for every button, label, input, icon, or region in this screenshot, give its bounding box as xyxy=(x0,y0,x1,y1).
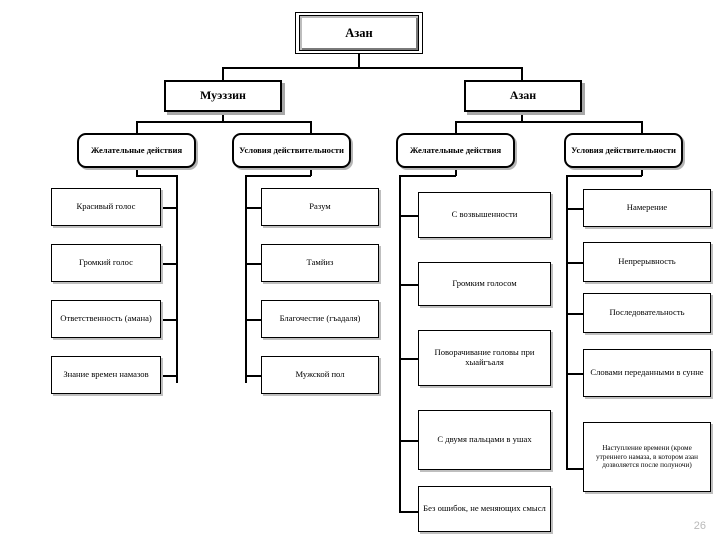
connector-azan-to-conditions xyxy=(641,121,643,133)
node-group-azan-desirable: Желательные действия xyxy=(396,133,515,168)
connector-col4-branch-2 xyxy=(566,262,584,264)
leaf-namerenie: Намерение xyxy=(583,189,711,227)
leaf-slovami-peredannymi: Словами переданными в сунне xyxy=(583,349,711,397)
node-group-azan-conditions-label: Условия действительности xyxy=(571,144,676,155)
node-group-muezzin-desirable-label: Желательные действия xyxy=(90,144,183,155)
leaf-label: Громким голосом xyxy=(452,278,517,289)
connector-muezzin-to-conditions xyxy=(310,121,312,133)
node-muezzin-label: Муэззин xyxy=(200,88,246,103)
connector-muezzin-stem xyxy=(222,112,224,122)
connector-col4-stem xyxy=(641,168,643,176)
connector-root-bus xyxy=(222,67,522,69)
connector-col3-branch-2 xyxy=(399,284,419,286)
node-group-muezzin-conditions-label: Условия действительности xyxy=(239,144,344,155)
leaf-posledovatelnost: Последовательность xyxy=(583,293,711,333)
leaf-povorachivanie-golovy: Поворачивание головы при хыайгъаля xyxy=(418,330,551,386)
connector-col1-stem xyxy=(136,168,138,176)
connector-col1-branch-4 xyxy=(160,375,177,377)
node-root-label: Азан xyxy=(299,15,419,51)
connector-muezzin-bus xyxy=(136,121,311,123)
node-group-muezzin-conditions: Условия действительности xyxy=(232,133,351,168)
connector-azan-stem xyxy=(521,112,523,122)
connector-col4-branch-4 xyxy=(566,373,584,375)
leaf-bez-oshibok: Без ошибок, не меняющих смысл xyxy=(418,486,551,532)
leaf-nastuplenie-vremeni: Наступление времени (кроме утреннего нам… xyxy=(583,422,711,492)
leaf-label: Красивый голос xyxy=(76,201,136,212)
connector-col2-branch-1 xyxy=(245,207,262,209)
leaf-label: С двумя пальцами в ушах xyxy=(437,434,532,445)
leaf-s-dvumya-paltsami: С двумя пальцами в ушах xyxy=(418,410,551,470)
leaf-s-vozvyshennosti: С возвышенности xyxy=(418,192,551,238)
leaf-label: Последовательность xyxy=(609,307,685,318)
node-group-muezzin-desirable: Желательные действия xyxy=(77,133,196,168)
connector-col2-branch-4 xyxy=(245,375,262,377)
leaf-label: Мужской пол xyxy=(295,369,345,380)
leaf-label: Тамйиз xyxy=(306,257,334,268)
connector-col3-top xyxy=(399,175,456,177)
connector-col3-branch-4 xyxy=(399,440,419,442)
connector-azan-to-desirable xyxy=(455,121,457,133)
connector-azan-bus xyxy=(455,121,642,123)
connector-col2-stem xyxy=(310,168,312,176)
page-number: 26 xyxy=(693,520,706,532)
connector-root-to-muezzin xyxy=(222,67,224,80)
leaf-label: Намерение xyxy=(626,202,668,213)
leaf-label: Наступление времени (кроме утреннего нам… xyxy=(596,444,698,470)
leaf-label: Разум xyxy=(309,201,331,212)
node-group-azan-desirable-label: Желательные действия xyxy=(409,144,502,155)
connector-root-to-azan xyxy=(521,67,523,80)
connector-col4-branch-3 xyxy=(566,313,584,315)
node-group-azan-conditions: Условия действительности xyxy=(564,133,683,168)
leaf-gromkim-golosom: Громким голосом xyxy=(418,262,551,306)
leaf-tamyiz: Тамйиз xyxy=(261,244,379,282)
leaf-label: С возвышенности xyxy=(451,209,518,220)
leaf-label: Непрерывность xyxy=(618,256,676,267)
leaf-label: Поворачивание головы при хыайгъаля xyxy=(434,347,535,367)
connector-col1-trunk xyxy=(176,175,178,383)
connector-col4-trunk xyxy=(566,175,568,469)
connector-col3-trunk xyxy=(399,175,401,512)
connector-col4-branch-5 xyxy=(566,468,584,470)
connector-col2-branch-2 xyxy=(245,263,262,265)
leaf-label: Громкий голос xyxy=(79,257,133,268)
leaf-nepreryvnost: Непрерывность xyxy=(583,242,711,282)
leaf-gromkii-golos: Громкий голос xyxy=(51,244,161,282)
connector-col3-branch-5 xyxy=(399,511,419,513)
connector-root-stem xyxy=(358,54,360,68)
leaf-label: Ответственность (амана) xyxy=(60,313,152,324)
connector-col3-stem xyxy=(455,168,457,176)
leaf-razum: Разум xyxy=(261,188,379,226)
connector-col3-branch-1 xyxy=(399,215,419,217)
leaf-label: Благочестие (гъадаля) xyxy=(279,313,361,324)
node-azan: Азан xyxy=(464,80,582,112)
connector-muezzin-to-desirable xyxy=(136,121,138,133)
connector-col1-branch-1 xyxy=(160,207,177,209)
connector-col1-top xyxy=(136,175,177,177)
leaf-muzhskoi-pol: Мужской пол xyxy=(261,356,379,394)
connector-col2-branch-3 xyxy=(245,319,262,321)
leaf-label: Словами переданными в сунне xyxy=(590,367,704,378)
node-muezzin: Муэззин xyxy=(164,80,282,112)
connector-col3-branch-3 xyxy=(399,358,419,360)
connector-col1-branch-3 xyxy=(160,319,177,321)
leaf-label: Без ошибок, не меняющих смысл xyxy=(423,503,546,514)
leaf-znanie-vremen-namazov: Знание времен намазов xyxy=(51,356,161,394)
connector-col4-top xyxy=(566,175,642,177)
connector-col2-top xyxy=(245,175,311,177)
leaf-krasivyi-golos: Красивый голос xyxy=(51,188,161,226)
connector-col2-trunk xyxy=(245,175,247,383)
connector-col4-branch-1 xyxy=(566,208,584,210)
leaf-blagochestie-gadalya: Благочестие (гъадаля) xyxy=(261,300,379,338)
node-root: Азан xyxy=(295,12,423,54)
leaf-otvetstvennost-amana: Ответственность (амана) xyxy=(51,300,161,338)
node-azan-label: Азан xyxy=(509,88,537,103)
connector-col1-branch-2 xyxy=(160,263,177,265)
leaf-label: Знание времен намазов xyxy=(63,369,149,380)
